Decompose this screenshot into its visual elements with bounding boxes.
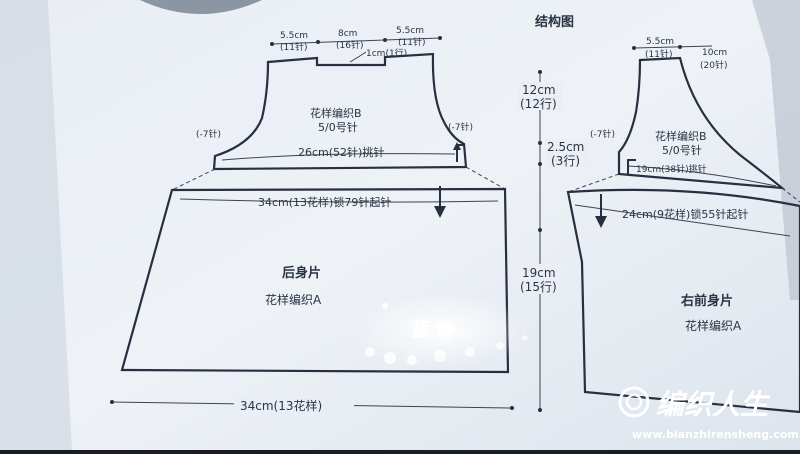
front-dash-right: [781, 187, 800, 203]
diagram-title: 结构图: [535, 14, 574, 30]
shoulder-note-leader: [349, 51, 367, 63]
logo-text: 编织人生: [656, 388, 771, 421]
front-yoke-pickup: 19cm(38针)挑针: [636, 163, 707, 175]
front-yoke-pattern: 花样编织B: [655, 129, 707, 143]
back-dim-3: 5.5cm: [396, 26, 424, 36]
front-body-name: 右前身片: [680, 293, 733, 309]
book-spine-shadow: [0, 0, 72, 450]
back-shoulder-note: 1cm(1行): [366, 47, 407, 59]
front-yoke-direction-arrow: [627, 159, 636, 174]
back-dash-right: [465, 166, 506, 190]
back-yoke-arrow-head: [453, 142, 461, 150]
back-body-outline: [120, 187, 510, 374]
front-dim-1: 5.5cm: [646, 37, 674, 47]
front-body-pattern: 花样编织A: [685, 318, 742, 333]
sparkle-watermark: 蓝 静: [350, 292, 530, 368]
front-dim-1-st: (11针): [645, 48, 672, 60]
yoke-rows: (12行): [520, 97, 557, 111]
front-castoff-curve: [574, 204, 791, 237]
back-body-cast-on: 34cm(13花样)锁79针起针: [258, 195, 391, 209]
watermark-author: 蓝 静: [411, 318, 456, 341]
front-body-cast-on: 24cm(9花样)锁55针起针: [622, 207, 748, 221]
next-page-edge: [752, 0, 800, 300]
front-dash-left: [567, 173, 620, 193]
back-dim-2-st: (16针): [336, 39, 363, 51]
front-dim-2-st: (20针): [700, 59, 727, 71]
front-yoke-outline: [617, 56, 786, 190]
body-rows: (15行): [520, 280, 557, 294]
back-yoke-pattern: 花样编织B: [310, 106, 362, 120]
front-dim-2: 10cm: [702, 48, 727, 58]
body-height: 19cm: [522, 266, 556, 280]
back-dec-left: (-7针): [196, 128, 221, 140]
back-castoff-curve: [179, 198, 499, 203]
front-pickup-curve: [627, 165, 777, 187]
back-yoke-pickup: 26cm(52针)挑针: [298, 145, 384, 159]
back-dec-right: (-7针): [448, 121, 473, 133]
back-body-name: 后身片: [282, 265, 321, 281]
mid-height: 2.5cm: [547, 140, 584, 154]
back-dim-2: 8cm: [338, 29, 357, 39]
back-bottom-dim: 34cm(13花样): [240, 398, 322, 413]
mid-rows: (3行): [551, 154, 580, 168]
back-yoke-needle: 5/0号针: [318, 120, 358, 134]
back-pickup-curve: [221, 153, 456, 161]
back-dash-left: [171, 168, 216, 191]
bottom-dim-bg: [234, 396, 354, 412]
back-top-dim-line: [271, 37, 441, 45]
front-top-dim-line: [633, 45, 713, 49]
top-photo-fragment: [140, 0, 262, 14]
back-dim-1: 5.5cm: [280, 31, 308, 41]
back-dim-1-st: (11针): [280, 41, 307, 53]
back-body-pattern: 花样编织A: [265, 292, 322, 307]
site-logo: 编织人生: [618, 386, 771, 421]
site-url: www.bianzhirensheng.com: [632, 428, 799, 441]
yoke-height: 12cm: [522, 83, 556, 97]
front-body-outline: [566, 188, 800, 414]
back-dim-3-st: (11针): [398, 36, 425, 48]
back-yoke-outline: [212, 52, 468, 171]
front-dec-left: (-7针): [590, 128, 615, 140]
front-yoke-needle: 5/0号针: [662, 143, 702, 157]
